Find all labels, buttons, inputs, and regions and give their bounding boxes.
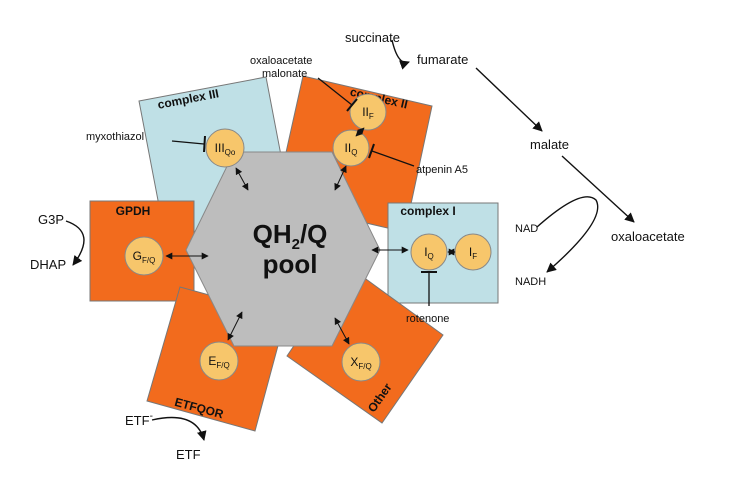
atpenin-bar <box>368 143 375 159</box>
pool-label-q: /Q <box>300 219 327 249</box>
succinate-to-fumarate-arrow <box>391 39 410 70</box>
dhap-label: DHAP <box>30 257 66 272</box>
arrow-pool-etfqor <box>227 311 243 341</box>
site-i-q-circle <box>410 233 448 271</box>
site-gpdh-circle <box>124 236 164 276</box>
site-ii-f-label: IIF <box>362 105 374 121</box>
site-gpdh-label: GF/Q <box>133 249 156 265</box>
oxaloacetate-inhibitor-label: oxaloacetate <box>250 55 312 67</box>
arrow-pool-complex-ii <box>334 165 347 191</box>
site-etfqor-label: EF/Q <box>208 354 229 370</box>
fumarate-label: fumarate <box>417 52 468 67</box>
oxaloacetate-label: oxaloacetate <box>611 229 685 244</box>
site-iii-qo-circle <box>205 128 245 168</box>
arrow-pool-complex-iii <box>235 167 249 191</box>
myxothiazol-label: myxothiazol <box>86 131 144 143</box>
g3p-to-dhap-arrow <box>65 220 85 266</box>
site-etfqor-circle <box>199 341 239 381</box>
arrow-ii-f-ii-q <box>355 127 365 137</box>
etf-minus-label: ETF- <box>125 411 153 428</box>
malate-to-oxaloacetate-arrow <box>561 155 635 223</box>
fumarate-to-malate-arrow <box>475 67 543 132</box>
nad-label: NAD <box>515 223 538 235</box>
atpenin-inhibitor-line <box>371 150 415 167</box>
complex-i-title: complex I <box>400 204 455 218</box>
pool-label-line2: pool <box>263 249 318 279</box>
site-i-q-label: IQ <box>424 245 434 261</box>
pool-label-qh: QH <box>253 219 292 249</box>
pool-label-subscript: 2 <box>292 236 300 253</box>
etf-label: ETF <box>176 447 201 462</box>
succinate-label: succinate <box>345 30 400 45</box>
atpenin-label: atpenin A5 <box>416 164 468 176</box>
site-ii-q-label: IIQ <box>345 141 358 157</box>
site-other-circle <box>341 342 381 382</box>
site-other-label: XF/Q <box>350 355 371 371</box>
gpdh-title: GPDH <box>116 204 151 218</box>
pool-label-line1: QH2/Q <box>253 219 328 253</box>
myxothiazol-bar <box>203 135 206 153</box>
g3p-label: G3P <box>38 212 64 227</box>
site-ii-f-circle <box>349 93 387 131</box>
malate-label: malate <box>530 137 569 152</box>
site-iii-qo-label: IIIQo <box>215 141 236 157</box>
malonate-label: malonate <box>262 68 307 80</box>
site-ii-q-circle <box>332 129 370 167</box>
rotenone-label: rotenone <box>406 313 449 325</box>
myxothiazol-inhibitor-line <box>171 140 205 145</box>
nad-to-nadh-arrow <box>536 196 599 273</box>
etf-minus-to-etf-arrow <box>151 416 207 441</box>
malonate-bar <box>346 98 358 112</box>
site-i-f-label: IF <box>469 245 477 261</box>
malonate-inhibitor-line <box>317 77 353 106</box>
arrow-pool-other <box>334 317 350 345</box>
nadh-label: NADH <box>515 276 546 288</box>
